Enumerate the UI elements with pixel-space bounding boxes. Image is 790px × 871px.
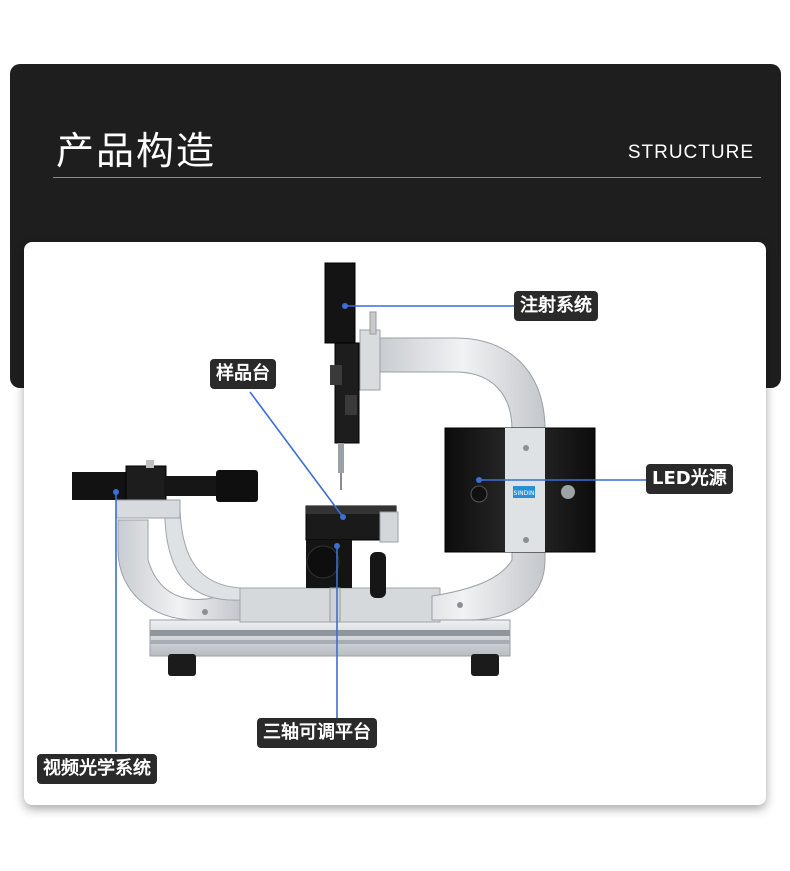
sample-stage <box>305 505 399 623</box>
label-xyz-stage: 三轴可调平台 <box>257 718 377 748</box>
page-subtitle: STRUCTURE <box>627 142 754 163</box>
header-divider <box>53 177 761 178</box>
brand-badge: SINDIN <box>514 490 535 497</box>
label-injection-system: 注射系统 <box>514 291 598 321</box>
label-led-light-source: LED光源 <box>646 464 733 494</box>
led-light-source: SINDIN <box>444 427 596 553</box>
base-plate <box>149 619 511 676</box>
injection-system <box>324 262 381 490</box>
label-video-optical-system: 视频光学系统 <box>37 754 157 784</box>
leader-lines <box>113 303 646 752</box>
page-title: 产品构造 <box>56 129 217 173</box>
label-sample-stage: 样品台 <box>210 359 276 389</box>
video-optical-system <box>72 460 258 519</box>
